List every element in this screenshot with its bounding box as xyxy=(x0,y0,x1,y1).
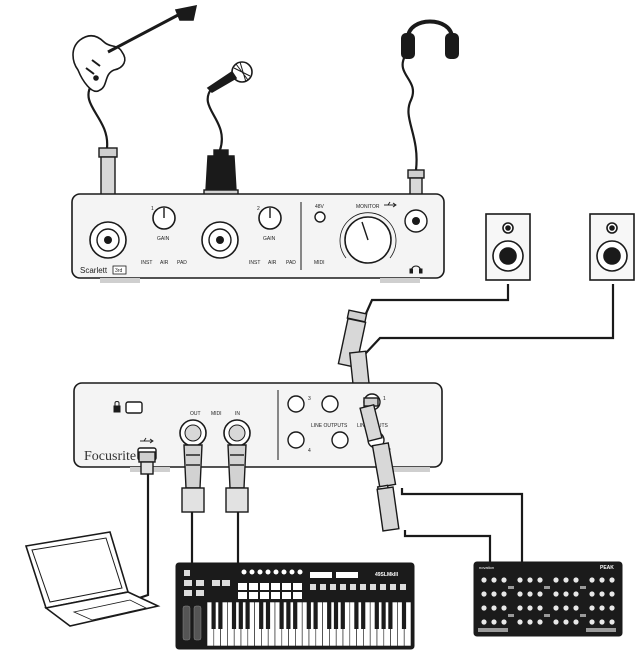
keyboard-brand: 49SLMkIII xyxy=(375,572,399,578)
headphones-icon xyxy=(401,19,459,59)
laptop-icon xyxy=(24,531,161,627)
keyboard-controller-icon: 49SLMkIII xyxy=(175,562,415,650)
air-1-label: AIR xyxy=(160,260,169,266)
front-brand: Scarlett xyxy=(80,266,108,275)
gain-2-label: GAIN xyxy=(263,236,276,242)
inst-2-label: INST xyxy=(249,260,260,266)
usb-plug xyxy=(138,451,156,475)
kensington-lock-icon xyxy=(113,401,121,413)
line-output-1-jack[interactable] xyxy=(321,395,339,413)
synth-knobs xyxy=(481,577,615,625)
speaker-left-icon xyxy=(485,213,531,281)
jack-1-label: 1 xyxy=(383,396,386,402)
rear-brand: Focusrite xyxy=(84,449,136,464)
speaker-right-cable xyxy=(364,284,615,355)
line-output-2-jack[interactable] xyxy=(331,431,349,449)
midi-out-label: OUT xyxy=(190,411,201,417)
synth-brand: novation xyxy=(479,565,494,570)
rear-panel: Focusrite OUT MIDI IN 3 4 LINE OUTPUTS L… xyxy=(73,382,443,472)
model-badge: 3rd xyxy=(115,268,122,274)
input-1-combo-jack[interactable] xyxy=(89,221,127,259)
line-output-plug-1 xyxy=(337,309,368,369)
synth-model: PEAK xyxy=(600,565,614,571)
monitor-knob[interactable] xyxy=(339,212,397,264)
usb-indicator-icon xyxy=(384,201,397,208)
midi-in-label: IN xyxy=(235,411,240,417)
synth-buttons xyxy=(478,586,616,632)
input-1-number: 1 xyxy=(151,206,154,212)
air-2-label: AIR xyxy=(268,260,277,266)
headphone-output-jack[interactable] xyxy=(404,209,428,233)
line-input-plug-1 xyxy=(359,397,383,443)
midi-in-plug xyxy=(225,444,249,513)
front-panel: 1 GAIN INST AIR PAD 2 GAIN INST AIR PAD … xyxy=(71,193,445,283)
keyboard-black-keys xyxy=(211,602,407,629)
speaker-right-icon xyxy=(589,213,635,281)
usb-port-icon xyxy=(140,437,154,444)
kensington-slot[interactable] xyxy=(125,401,143,414)
keyboard-wheels xyxy=(182,605,202,641)
line-output-4-jack[interactable] xyxy=(287,431,305,449)
gain-2-knob[interactable] xyxy=(258,206,282,230)
phantom-power-label: 48V xyxy=(315,204,325,210)
jack-3-label: 3 xyxy=(308,396,311,402)
midi-out-plug xyxy=(181,444,205,513)
synth-cable-b xyxy=(403,530,492,565)
midi-in-port[interactable] xyxy=(223,419,251,447)
keyboard-knobs xyxy=(241,569,303,575)
line-output-3-jack[interactable] xyxy=(287,395,305,413)
pad-1-label: PAD xyxy=(177,260,187,266)
guitar-cable xyxy=(87,83,109,149)
inst-1-label: INST xyxy=(141,260,152,266)
line-outputs-label: LINE OUTPUTS xyxy=(311,423,348,429)
synthesizer-icon: novation PEAK xyxy=(473,561,623,637)
guitar-icon xyxy=(72,4,198,93)
midi-indicator-label: MIDI xyxy=(314,260,325,266)
microphone-icon xyxy=(206,61,253,94)
keyboard-buttons xyxy=(184,570,406,596)
headphone-output-icon xyxy=(409,265,423,274)
monitor-label: MONITOR xyxy=(356,204,380,210)
pad-2-label: PAD xyxy=(286,260,296,266)
headphone-cable xyxy=(401,55,418,171)
midi-label: MIDI xyxy=(211,411,222,417)
input-2-combo-jack[interactable] xyxy=(201,221,239,259)
gain-1-label: GAIN xyxy=(157,236,170,242)
synth-cable-a xyxy=(400,488,524,565)
keyboard-pads xyxy=(238,572,358,599)
input-2-number: 2 xyxy=(257,206,260,212)
line-input-plug-3 xyxy=(376,486,400,532)
phantom-power-button[interactable] xyxy=(314,211,326,223)
mic-cable xyxy=(206,87,223,151)
speaker-left-cable xyxy=(362,284,510,319)
jack-4-label: 4 xyxy=(308,448,311,454)
gain-1-knob[interactable] xyxy=(152,206,176,230)
midi-out-port[interactable] xyxy=(179,419,207,447)
